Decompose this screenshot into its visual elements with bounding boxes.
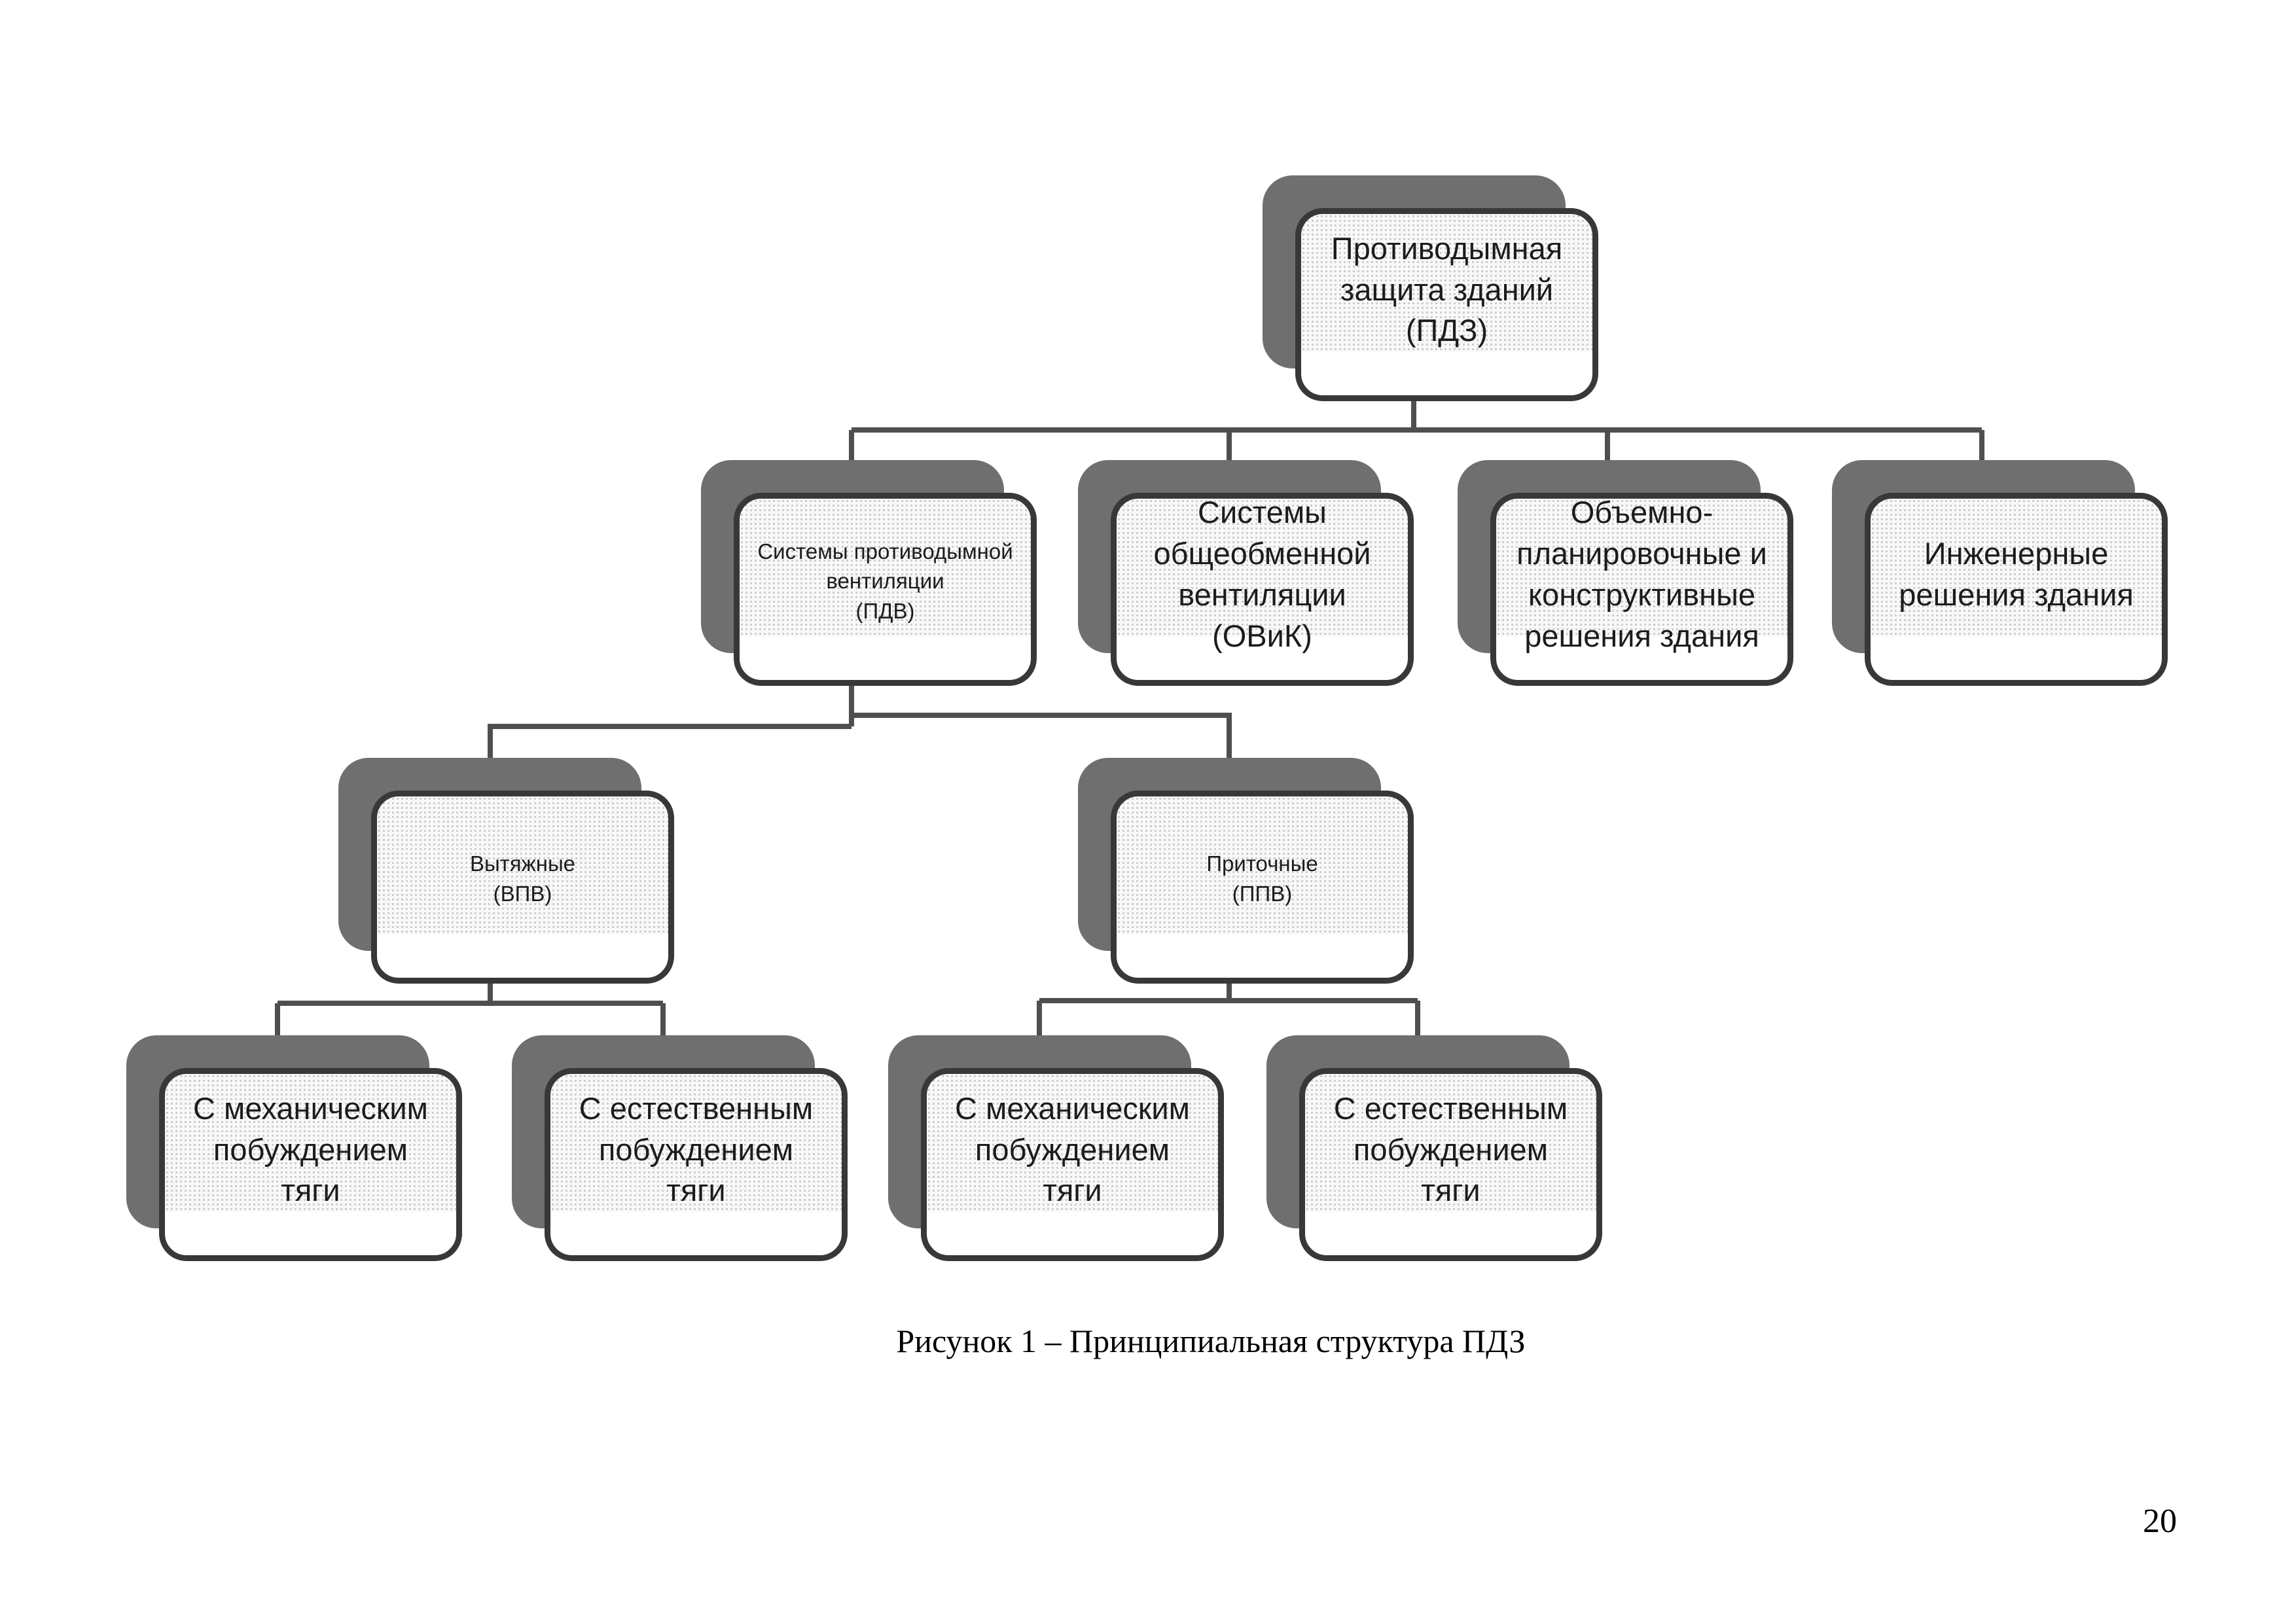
connector-pdv-to-row3 [488, 686, 1232, 759]
node-engineering: Инженерные решения здания [1832, 460, 2168, 686]
node-engineering-box: Инженерные решения здания [1865, 493, 2168, 686]
node-pdv-label: Системы противодымной вентиляции (ПДВ) [757, 539, 1013, 623]
node-vpv-nat-label: С естественным побуждением тяги [579, 1090, 814, 1208]
node-ppv-mech: С механическим побуждением тяги [888, 1035, 1224, 1261]
node-ovik-label: Системы общеобменной вентиляции (ОВиК) [1153, 495, 1371, 653]
node-ppv-nat-label: С естественным побуждением тяги [1333, 1090, 1568, 1208]
connector-root-to-row2 [849, 401, 1984, 461]
node-ppv-nat-box: С естественным побуждением тяги [1299, 1068, 1602, 1261]
node-vpv-mech-label: С механическим побуждением тяги [193, 1090, 428, 1208]
node-ppv-box: Приточные (ППВ) [1111, 791, 1414, 984]
node-vpv: Вытяжные (ВПВ) [338, 758, 674, 984]
node-root: Противодымная защита зданий (ПДЗ) [1263, 175, 1598, 401]
node-planning: Объемно- планировочные и конструктивные … [1458, 460, 1793, 686]
node-engineering-label: Инженерные решения здания [1899, 536, 2134, 612]
node-vpv-mech: С механическим побуждением тяги [126, 1035, 462, 1261]
node-vpv-mech-box: С механическим побуждением тяги [159, 1068, 462, 1261]
node-root-label: Противодымная защита зданий (ПДЗ) [1331, 230, 1563, 348]
page-number: 20 [2143, 1503, 2177, 1540]
node-planning-box: Объемно- планировочные и конструктивные … [1490, 493, 1793, 686]
node-pdv: Системы противодымной вентиляции (ПДВ) [701, 460, 1037, 686]
connector-vpv-to-children [275, 984, 666, 1037]
node-vpv-box: Вытяжные (ВПВ) [371, 791, 674, 984]
node-ppv-label: Приточные (ППВ) [1206, 851, 1318, 906]
connector-ppv-to-children [1037, 984, 1420, 1037]
node-root-box: Противодымная защита зданий (ПДЗ) [1295, 208, 1598, 401]
node-ovik-box: Системы общеобменной вентиляции (ОВиК) [1111, 493, 1414, 686]
node-ppv-mech-label: С механическим побуждением тяги [955, 1090, 1190, 1208]
node-ovik: Системы общеобменной вентиляции (ОВиК) [1078, 460, 1414, 686]
node-ppv: Приточные (ППВ) [1078, 758, 1414, 984]
node-pdv-box: Системы противодымной вентиляции (ПДВ) [734, 493, 1037, 686]
node-planning-label: Объемно- планировочные и конструктивные … [1516, 495, 1767, 653]
node-ppv-nat: С естественным побуждением тяги [1266, 1035, 1602, 1261]
node-vpv-nat: С естественным побуждением тяги [512, 1035, 848, 1261]
node-vpv-nat-box: С естественным побуждением тяги [545, 1068, 848, 1261]
node-vpv-label: Вытяжные (ВПВ) [469, 851, 576, 906]
figure-caption: Рисунок 1 – Принципиальная структура ПДЗ [896, 1323, 1526, 1359]
node-ppv-mech-box: С механическим побуждением тяги [921, 1068, 1224, 1261]
